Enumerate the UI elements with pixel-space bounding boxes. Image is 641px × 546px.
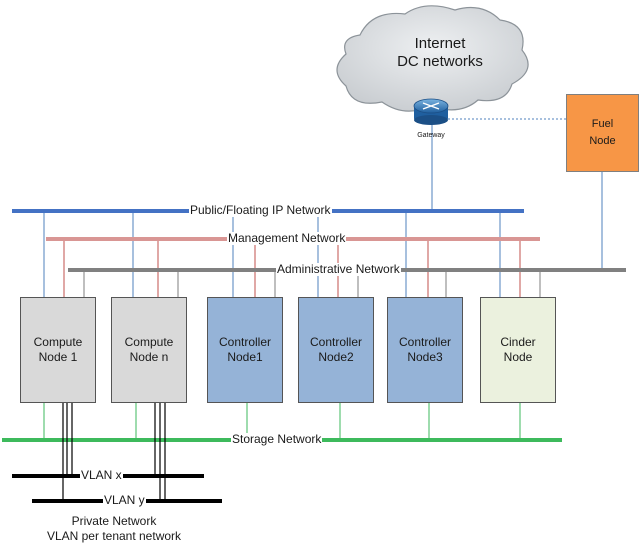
vlan-drops — [62, 403, 166, 501]
cloud-line-2: DC networks — [397, 53, 483, 70]
node-line-1: Controller — [218, 335, 272, 349]
cinder-node: Cinder Node — [480, 297, 556, 403]
admin-drops — [83, 270, 541, 298]
fuel-node-line-2: Node — [589, 135, 616, 147]
public-network-label: Public/Floating IP Network — [189, 203, 332, 217]
router-icon — [413, 98, 449, 125]
private-network-caption: Private Network VLAN per tenant network — [14, 514, 214, 544]
compute-node-1: Compute Node 1 — [20, 297, 96, 403]
controller-node-2: Controller Node2 — [298, 297, 374, 403]
cloud-line-1: Internet — [414, 35, 466, 52]
node-line-1: Controller — [309, 335, 363, 349]
vlan-y-label: VLAN y — [103, 493, 146, 507]
node-line-1: Compute — [33, 335, 83, 349]
storage-drops — [43, 403, 521, 440]
controller-node-3: Controller Node3 — [387, 297, 463, 403]
node-line-2: Node1 — [227, 350, 263, 364]
cloud-label: Internet DC networks — [380, 35, 500, 71]
administrative-network-label: Administrative Network — [276, 262, 401, 276]
management-network-label: Management Network — [227, 231, 347, 245]
private-network-line-2: VLAN per tenant network — [46, 529, 182, 543]
fuel-node-line-1: Fuel — [591, 118, 614, 130]
private-network-line-1: Private Network — [71, 514, 157, 528]
node-line-2: Node3 — [407, 350, 443, 364]
node-line-2: Node — [503, 350, 533, 364]
compute-node-n: Compute Node n — [111, 297, 187, 403]
storage-network-label: Storage Network — [231, 432, 323, 446]
fuel-node: Fuel Node — [566, 94, 639, 172]
node-line-1: Compute — [124, 335, 174, 349]
controller-node-1: Controller Node1 — [207, 297, 283, 403]
node-line-2: Node 1 — [38, 350, 78, 364]
public-drops — [43, 211, 501, 298]
node-line-2: Node2 — [318, 350, 354, 364]
node-line-2: Node n — [129, 350, 169, 364]
node-line-1: Controller — [398, 335, 452, 349]
vlan-x-label: VLAN x — [80, 468, 123, 482]
gateway-label: Gateway — [417, 132, 445, 139]
internet-cloud — [336, 5, 529, 112]
node-line-1: Cinder — [500, 335, 536, 349]
